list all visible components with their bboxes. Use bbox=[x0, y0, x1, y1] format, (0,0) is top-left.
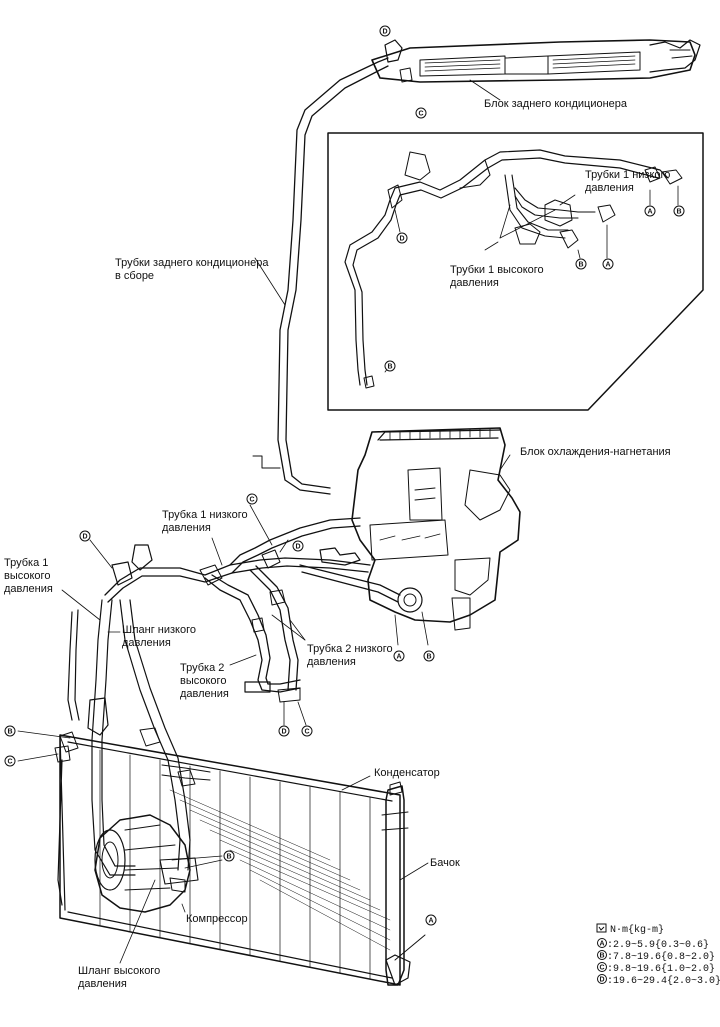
condenser bbox=[57, 734, 401, 986]
detail-inset bbox=[327, 132, 704, 411]
torque-legend: N·m{kg-m} A :2.9~5.9{0.3~0.6} B :7.8~19.… bbox=[596, 923, 720, 987]
label-low1-inset-2: давления bbox=[585, 182, 634, 194]
svg-text:D: D bbox=[399, 236, 404, 243]
svg-text:B: B bbox=[387, 364, 392, 371]
rear-ac-pipes bbox=[252, 57, 389, 495]
svg-text:C: C bbox=[304, 729, 309, 736]
label-receiver: Бачок bbox=[430, 857, 460, 869]
marker-a: A bbox=[425, 914, 437, 926]
rear-ac-unit bbox=[371, 39, 701, 101]
label-high1-main-2: высокого bbox=[4, 570, 50, 582]
label-low1-main-2: давления bbox=[162, 522, 211, 534]
marker-c: C bbox=[415, 107, 427, 119]
marker-b: B bbox=[673, 205, 685, 217]
label-rear-pipes-2: в сборе bbox=[115, 270, 154, 282]
svg-text:D: D bbox=[295, 544, 300, 551]
svg-text:C: C bbox=[599, 965, 604, 972]
label-high1-inset-2: давления bbox=[450, 277, 499, 289]
marker-b: B bbox=[4, 725, 16, 737]
label-low2-2: давления bbox=[307, 656, 356, 668]
legend-marker: C bbox=[597, 962, 607, 972]
svg-text:B: B bbox=[676, 209, 681, 216]
marker-c: C bbox=[4, 755, 16, 767]
svg-text:B: B bbox=[599, 953, 604, 960]
legend-header: N·m{kg-m} bbox=[610, 924, 664, 936]
marker-c: C bbox=[246, 493, 258, 505]
label-rear-unit: Блок заднего кондиционера bbox=[484, 98, 628, 110]
legend-row-value: :9.8~19.6{1.0~2.0} bbox=[607, 963, 715, 975]
labels: Блок заднего кондиционера Трубки 1 низко… bbox=[4, 98, 671, 990]
label-high1-main-3: давления bbox=[4, 583, 53, 595]
compressor bbox=[94, 814, 223, 964]
label-cool-unit: Блок охлаждения-нагнетания bbox=[520, 446, 671, 458]
label-low-hose-1: Шланг низкого bbox=[122, 624, 196, 636]
label-low1-inset-1: Трубки 1 низкого bbox=[585, 169, 670, 181]
receiver-drier bbox=[381, 781, 429, 986]
marker-a: A bbox=[602, 258, 614, 270]
label-high-hose-2: давления bbox=[78, 978, 127, 990]
label-low1-main-1: Трубка 1 низкого bbox=[162, 509, 248, 521]
legend-marker: A bbox=[597, 938, 607, 948]
svg-text:D: D bbox=[382, 29, 387, 36]
svg-text:D: D bbox=[599, 977, 604, 984]
svg-text:C: C bbox=[418, 111, 423, 118]
marker-a: A bbox=[644, 205, 656, 217]
legend-marker: D bbox=[597, 974, 607, 984]
torque-wrench-icon bbox=[596, 923, 607, 933]
label-high-hose-1: Шланг высокого bbox=[78, 965, 160, 977]
marker-d: D bbox=[396, 232, 408, 244]
svg-text:B: B bbox=[226, 854, 231, 861]
svg-text:A: A bbox=[428, 918, 433, 925]
label-high2-1: Трубка 2 bbox=[180, 662, 224, 674]
legend-row-value: :19.6~29.4{2.0~3.0} bbox=[607, 975, 720, 987]
main-pipes bbox=[61, 504, 429, 726]
marker-b: B bbox=[575, 258, 587, 270]
label-rear-pipes-1: Трубки заднего кондиционера bbox=[115, 257, 269, 269]
label-high1-inset-1: Трубки 1 высокого bbox=[450, 264, 544, 276]
marker-b: B bbox=[223, 850, 235, 862]
marker-b: B bbox=[423, 650, 435, 662]
svg-text:A: A bbox=[605, 262, 610, 269]
label-high2-2: высокого bbox=[180, 675, 226, 687]
cooling-blower-unit bbox=[319, 427, 521, 631]
svg-text:A: A bbox=[396, 654, 401, 661]
legend-row-value: :2.9~5.9{0.3~0.6} bbox=[607, 939, 709, 951]
label-low-hose-2: давления bbox=[122, 637, 171, 649]
svg-text:C: C bbox=[249, 497, 254, 504]
marker-d: D bbox=[292, 540, 304, 552]
marker-c: C bbox=[301, 725, 313, 737]
label-low2-1: Трубка 2 низкого bbox=[307, 643, 393, 655]
legend-row-value: :7.8~19.6{0.8~2.0} bbox=[607, 951, 715, 963]
svg-text:D: D bbox=[281, 729, 286, 736]
label-high1-main-1: Трубка 1 bbox=[4, 557, 48, 569]
label-condenser: Конденсатор bbox=[374, 767, 440, 779]
svg-text:C: C bbox=[7, 759, 12, 766]
legend-marker: B bbox=[597, 950, 607, 960]
svg-text:B: B bbox=[7, 729, 12, 736]
svg-text:D: D bbox=[82, 534, 87, 541]
label-high2-3: давления bbox=[180, 688, 229, 700]
marker-b: B bbox=[384, 360, 396, 372]
label-compressor: Компрессор bbox=[186, 913, 248, 925]
svg-text:A: A bbox=[647, 209, 652, 216]
torque-markers: D C A B D B A B C D D A B D C B C B A bbox=[4, 25, 685, 926]
svg-text:A: A bbox=[599, 941, 604, 948]
marker-d: D bbox=[278, 725, 290, 737]
marker-d: D bbox=[79, 530, 91, 542]
hoses bbox=[17, 599, 211, 876]
marker-a: A bbox=[393, 650, 405, 662]
marker-d: D bbox=[379, 25, 391, 37]
svg-text:B: B bbox=[426, 654, 431, 661]
svg-text:B: B bbox=[578, 262, 583, 269]
